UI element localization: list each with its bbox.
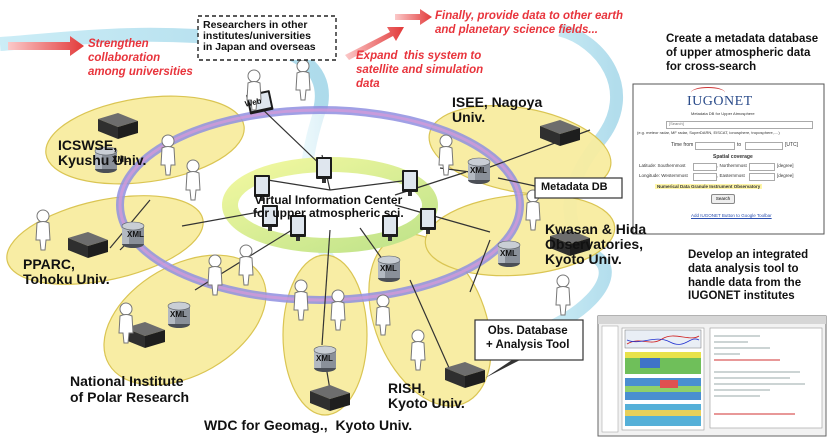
deg-label: [degree]	[777, 173, 794, 178]
xml-label: XML	[316, 354, 333, 363]
time-from-label: Time from	[671, 142, 694, 148]
lon-east-label: , Easternmost	[717, 173, 745, 178]
toolbar-link[interactable]: Add IUGONET Button to Google Toolbar	[691, 213, 772, 218]
keyword-input[interactable]	[666, 121, 813, 129]
search-button[interactable]: Search	[711, 194, 735, 204]
label-icswse: ICSWSE, Kyushu Univ.	[58, 137, 147, 168]
lat-north-input[interactable]	[749, 163, 775, 171]
time-to-input[interactable]	[745, 142, 783, 150]
iugonet-panel	[632, 83, 825, 235]
spatial-label: Spatial coverage	[713, 154, 753, 160]
goal-expand: Expand this system to satellite and simu…	[356, 50, 484, 90]
goal-arrows	[8, 9, 432, 60]
xml-label: XML	[500, 249, 517, 258]
label-pparc: PPARC, Tohoku Univ.	[23, 256, 110, 287]
tool-goal-text: Develop an integrated data analysis tool…	[688, 249, 809, 303]
xml-label: XML	[470, 166, 487, 175]
xml-label: XML	[127, 230, 144, 239]
goal-strengthen: Strengthen collaboration among universit…	[88, 38, 193, 78]
data-type-checkboxes[interactable]: Numerical Data Granule Instrument Observ…	[655, 184, 763, 189]
researchers-label: Researchers in other institutes/universi…	[203, 19, 316, 54]
lat-north-label: , Northernmost	[717, 163, 747, 168]
label-wdc: WDC for Geomag., Kyoto Univ.	[204, 417, 413, 433]
callout-obs-db: Obs. Database + Analysis Tool	[486, 325, 570, 351]
metadata-goal-text: Create a metadata database of upper atmo…	[666, 33, 819, 74]
callout-metadata-db: Metadata DB	[541, 181, 608, 193]
lon-east-input[interactable]	[749, 173, 775, 181]
to-label: to	[737, 142, 742, 148]
lat-south-label: Latitude: Southernmost	[639, 163, 686, 168]
lon-west-input[interactable]	[693, 173, 717, 181]
xml-label: XML	[112, 155, 129, 164]
label-kwasan: Kwasan & Hida Observatories, Kyoto Univ.	[545, 221, 647, 268]
utc-label: [UTC]	[785, 142, 799, 148]
iugonet-subtitle: Metadata DB for Upper Atmosphere	[691, 111, 755, 116]
label-rish: RISH, Kyoto Univ.	[388, 380, 465, 411]
center-label: Virtual Information Center for upper atm…	[253, 193, 404, 220]
label-isee: ISEE, Nagoya Univ.	[452, 94, 543, 125]
lat-south-input[interactable]	[693, 163, 717, 171]
time-from-input[interactable]	[695, 142, 735, 150]
xml-label: XML	[170, 310, 187, 319]
deg-label: [degree]	[777, 163, 794, 168]
logo-arc-icon	[691, 87, 725, 98]
goal-finally: Finally, provide data to other earth and…	[435, 10, 624, 36]
researchers-box	[197, 15, 337, 61]
iugonet-content: IUGONET Metadata DB for Upper Atmosphere…	[633, 84, 824, 234]
xml-label: XML	[380, 264, 397, 273]
example-text: (e.g. meteor radar, MF radar, SuperDARN,…	[637, 130, 780, 135]
keyword-label: [Search]	[669, 121, 684, 126]
label-nipr: National Institute of Polar Research	[70, 373, 190, 405]
lon-west-label: Longitude: Westernmost	[639, 173, 688, 178]
